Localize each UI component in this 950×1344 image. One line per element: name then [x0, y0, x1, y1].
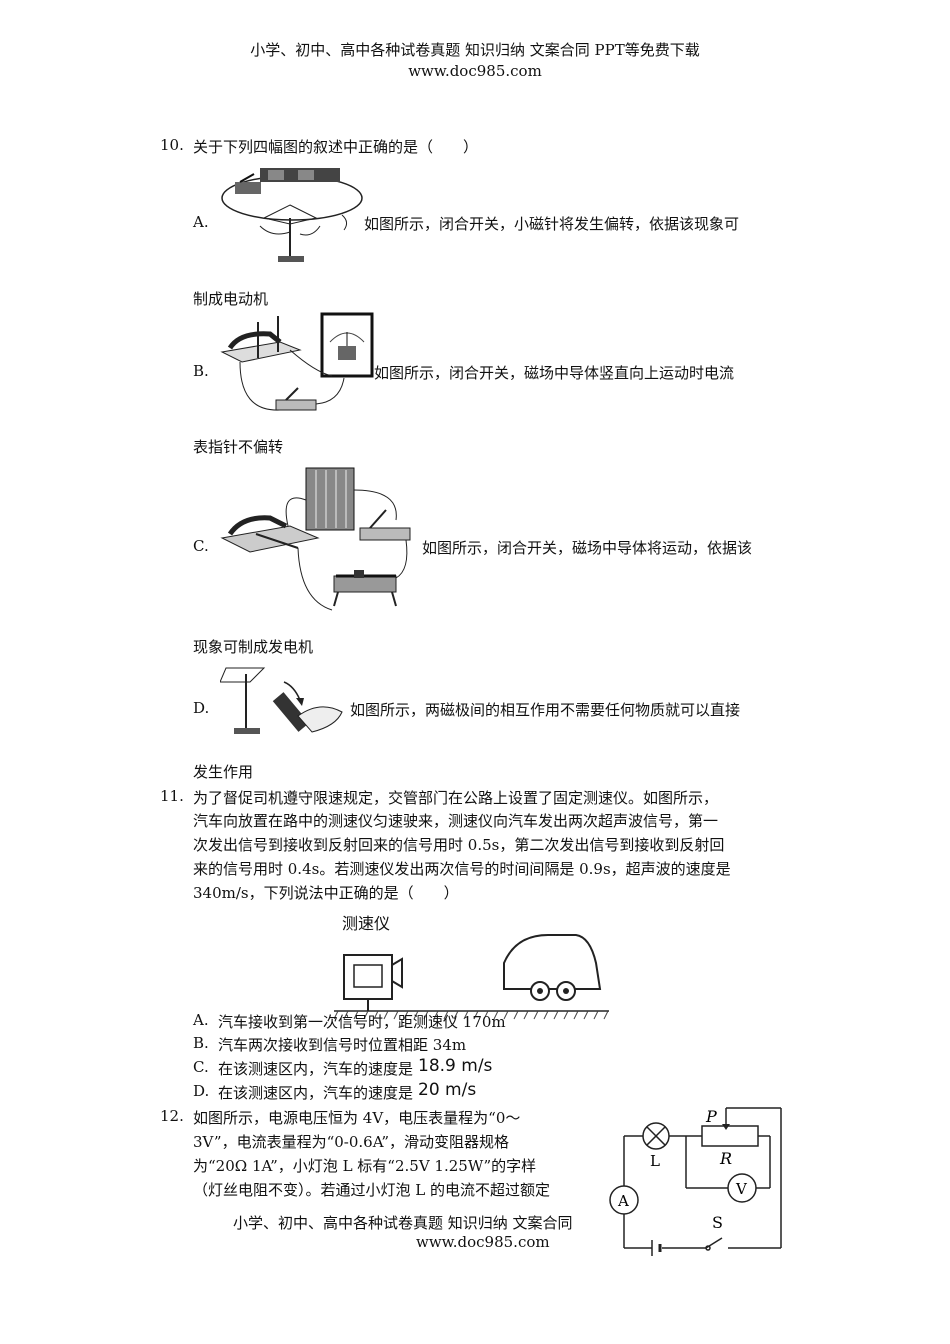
- page-footer-title: 小学、初中、高中各种试卷真题 知识归纳 文案合同: [233, 1214, 573, 1232]
- page-header-url: www.doc985.com: [408, 62, 542, 80]
- circuit-label-r: R: [719, 1149, 732, 1168]
- q11-option-d-label: D.: [193, 1082, 210, 1100]
- q11-figure-label: 测速仪: [342, 914, 391, 933]
- q10-option-a-label: A.: [193, 213, 209, 231]
- q12-line-2: 3V”，电流表量程为“0-0.6A”，滑动变阻器规格: [193, 1133, 510, 1151]
- q12-line-4: （灯丝电阻不变）。若通过小灯泡 L 的电流不超过额定: [193, 1181, 550, 1199]
- q11-option-a-text: 汽车接收到第一次信号时，距测速仪 170m: [218, 1013, 506, 1031]
- q10-figure-b-induction: [220, 312, 375, 422]
- circuit-label-v: V: [735, 1180, 748, 1198]
- q11-line-5: 340m/s，下列说法中正确的是（ ）: [193, 884, 459, 902]
- q12-line-1: 如图所示，电源电压恒为 4V，电压表量程为“0～: [193, 1109, 521, 1127]
- q10-option-d-text: 如图所示，两磁极间的相互作用不需要任何物质就可以直接: [350, 701, 741, 719]
- circuit-label-l: L: [650, 1152, 660, 1170]
- q10-option-b-cont: 表指针不偏转: [193, 438, 284, 456]
- circuit-label-s: S: [712, 1213, 723, 1232]
- q10-figure-a-oersted: [220, 160, 365, 270]
- q10-option-d-label: D.: [193, 699, 210, 717]
- q11-option-c-label: C.: [193, 1058, 209, 1076]
- q12-circuit-figure: P R L A V S: [608, 1102, 793, 1260]
- q10-option-c-cont: 现象可制成发电机: [193, 638, 314, 656]
- q10-option-a-text: 如图所示，闭合开关，小磁针将发生偏转，依据该现象可: [364, 215, 740, 233]
- q11-option-d-value: 20 m/s: [418, 1080, 477, 1100]
- q10-option-b-label: B.: [193, 362, 209, 380]
- q10-option-c-text: 如图所示，闭合开关，磁场中导体将运动，依据该: [422, 539, 753, 557]
- q10-number: 10.: [160, 136, 184, 154]
- q11-line-2: 汽车向放置在路中的测速仪匀速驶来，测速仪向汽车发出两次超声波信号，第一: [193, 812, 719, 830]
- q10-figure-c-motor: [220, 460, 420, 630]
- q11-option-d-text: 在该测速区内，汽车的速度是: [218, 1084, 414, 1102]
- q11-figure-speed-camera: [334, 925, 614, 1025]
- q10-stem: 关于下列四幅图的叙述中正确的是（ ）: [193, 138, 479, 156]
- q11-number: 11.: [160, 787, 184, 805]
- q11-line-1: 为了督促司机遵守限速规定，交管部门在公路上设置了固定测速仪。如图所示，: [193, 789, 719, 807]
- circuit-label-a: A: [617, 1192, 629, 1210]
- q10-option-d-cont: 发生作用: [193, 763, 254, 781]
- q11-option-a-label: A.: [193, 1011, 209, 1029]
- q10-figure-d-magnets: [220, 660, 350, 740]
- q12-line-3: 为“20Ω 1A”，小灯泡 L 标有“2.5V 1.25W”的字样: [193, 1157, 537, 1175]
- q11-option-c-text: 在该测速区内，汽车的速度是: [218, 1060, 414, 1078]
- page-header-title: 小学、初中、高中各种试卷真题 知识归纳 文案合同 PPT等免费下载: [250, 41, 700, 59]
- q11-option-b-text: 汽车两次接收到信号时位置相距 34m: [218, 1036, 467, 1054]
- q10-option-a-cont: 制成电动机: [193, 290, 269, 308]
- q12-number: 12.: [160, 1107, 184, 1125]
- q11-option-b-label: B.: [193, 1034, 209, 1052]
- page-footer-url: www.doc985.com: [416, 1233, 550, 1251]
- q10-option-b-text: 如图所示，闭合开关，磁场中导体竖直向上运动时电流: [374, 364, 735, 382]
- q11-line-3: 次发出信号到接收到反射回来的信号用时 0.5s，第二次发出信号到接收到反射回: [193, 836, 725, 854]
- q10-option-c-label: C.: [193, 537, 209, 555]
- q11-line-4: 来的信号用时 0.4s。若测速仪发出两次信号的时间间隔是 0.9s，超声波的速度…: [193, 860, 731, 878]
- circuit-label-p: P: [705, 1107, 717, 1126]
- q11-option-c-value: 18.9 m/s: [418, 1056, 493, 1076]
